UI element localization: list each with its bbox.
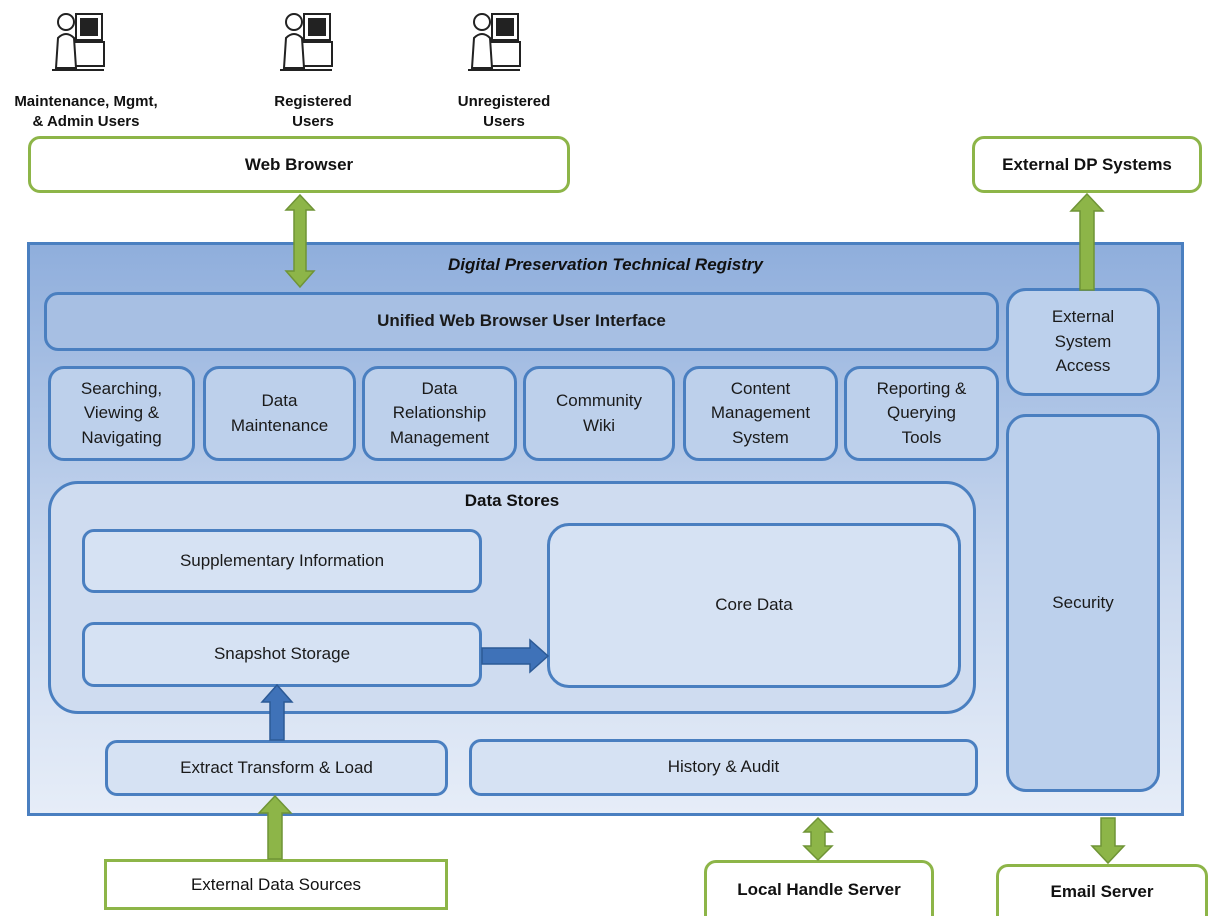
esa-line: System: [1054, 331, 1112, 351]
module-line: System: [732, 427, 789, 447]
user-label-line2: Users: [483, 112, 525, 130]
external-dp-systems-label: External DP Systems: [1002, 154, 1172, 174]
module-line: Content: [730, 378, 791, 398]
security-label: Security: [1052, 592, 1114, 612]
history-audit-box: History & Audit: [469, 739, 978, 796]
module-line: Querying: [887, 403, 956, 423]
email-server-label: Email Server: [1050, 881, 1154, 901]
external-dp-systems-box: External DP Systems: [972, 136, 1202, 193]
user-label-line1: Registered: [274, 93, 352, 110]
module-line: Data: [421, 378, 458, 398]
user-label-line1: Unregistered: [457, 93, 551, 110]
snapshot-label: Snapshot Storage: [213, 644, 351, 664]
user-label-line1: Maintenance, Mgmt,: [14, 93, 158, 110]
module-line: Viewing &: [83, 403, 160, 423]
module-line: Navigating: [81, 427, 162, 447]
user-group-registered: Registered Users: [258, 8, 368, 130]
security-box: Security: [1006, 414, 1160, 792]
module-line: Management: [389, 427, 490, 447]
user-at-computer-icon: [278, 8, 334, 74]
web-browser-label: Web Browser: [244, 154, 354, 174]
supplementary-label: Supplementary Information: [179, 550, 385, 570]
user-group-admin: Maintenance, Mgmt, & Admin Users: [8, 8, 164, 130]
email-server-box: Email Server: [996, 864, 1208, 916]
core-data-label: Core Data: [715, 595, 793, 615]
module-searching: Searching, Viewing & Navigating: [48, 366, 195, 461]
local-handle-server-label: Local Handle Server: [737, 879, 901, 899]
snapshot-storage-box: Snapshot Storage: [82, 622, 482, 687]
module-line: Data: [261, 390, 298, 410]
double-arrow-icon: [802, 816, 834, 862]
etl-box: Extract Transform & Load: [105, 740, 448, 796]
user-at-computer-icon: [50, 8, 106, 74]
module-line: Management: [710, 403, 811, 423]
unified-ui-box: Unified Web Browser User Interface: [44, 292, 999, 351]
esa-line: Access: [1055, 356, 1111, 376]
module-line: Reporting &: [876, 378, 967, 398]
supplementary-information-box: Supplementary Information: [82, 529, 482, 593]
module-line: Maintenance: [230, 415, 329, 435]
core-data-box: Core Data: [547, 523, 961, 688]
web-browser-box: Web Browser: [28, 136, 570, 193]
esa-line: External: [1051, 307, 1115, 327]
module-line: Wiki: [582, 415, 616, 435]
module-line: Searching,: [80, 378, 163, 398]
external-data-sources-label: External Data Sources: [190, 874, 362, 894]
local-handle-server-box: Local Handle Server: [704, 860, 934, 916]
module-line: Community: [556, 390, 642, 410]
etl-label: Extract Transform & Load: [180, 757, 373, 777]
user-label-line2: Users: [292, 112, 334, 130]
module-line: Tools: [901, 427, 942, 447]
external-data-sources-box: External Data Sources: [104, 859, 448, 910]
history-audit-label: History & Audit: [667, 757, 780, 777]
user-at-computer-icon: [466, 8, 522, 74]
unified-ui-label: Unified Web Browser User Interface: [377, 311, 666, 331]
down-arrow-icon: [1090, 817, 1126, 865]
registry-title-text: Digital Preservation Technical Registry: [448, 255, 763, 274]
user-label-line2: & Admin Users: [32, 112, 140, 130]
data-stores-title: Data Stores: [48, 488, 976, 514]
module-line: Relationship: [392, 403, 487, 423]
data-stores-title-text: Data Stores: [464, 491, 560, 510]
registry-title: Digital Preservation Technical Registry: [27, 250, 1184, 280]
user-group-unregistered: Unregistered Users: [444, 8, 564, 130]
